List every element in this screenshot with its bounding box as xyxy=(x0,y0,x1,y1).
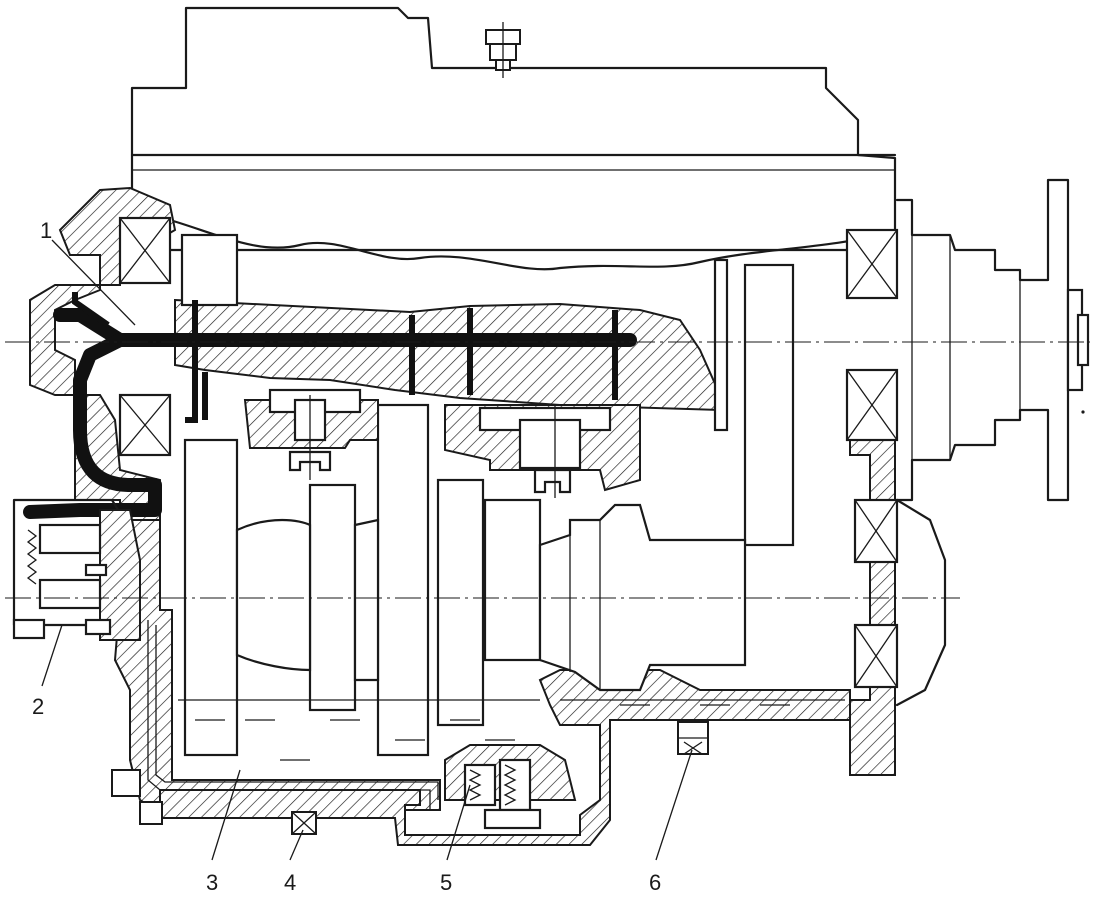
synchronizer-right xyxy=(444,404,641,498)
top-cover xyxy=(130,6,897,252)
left-bearings xyxy=(118,216,172,457)
oil-level xyxy=(178,699,845,761)
suction-pipe xyxy=(147,620,439,810)
break-line xyxy=(168,218,897,271)
callout-2: 2 xyxy=(32,694,44,719)
drain-plug-4 xyxy=(291,811,317,835)
leader-lines xyxy=(41,239,693,861)
breather-plug xyxy=(485,22,521,78)
right-bearings xyxy=(845,228,899,689)
sump-bottom xyxy=(159,669,862,846)
callout-6: 6 xyxy=(649,870,661,895)
oil-channels xyxy=(23,292,637,519)
relief-valve xyxy=(444,744,577,830)
callout-1: 1 xyxy=(40,218,52,243)
synchronizer-left xyxy=(243,388,379,480)
drain-plug-6 xyxy=(677,721,709,755)
mount-bolt xyxy=(111,769,163,825)
callout-3: 3 xyxy=(206,870,218,895)
callout-4: 4 xyxy=(284,870,296,895)
upper-shaft xyxy=(174,258,795,547)
right-casing-wall xyxy=(849,439,896,776)
oil-pump xyxy=(12,498,141,641)
output-flange xyxy=(895,178,1090,502)
callout-5: 5 xyxy=(440,870,452,895)
right-lower-housing xyxy=(895,498,947,707)
